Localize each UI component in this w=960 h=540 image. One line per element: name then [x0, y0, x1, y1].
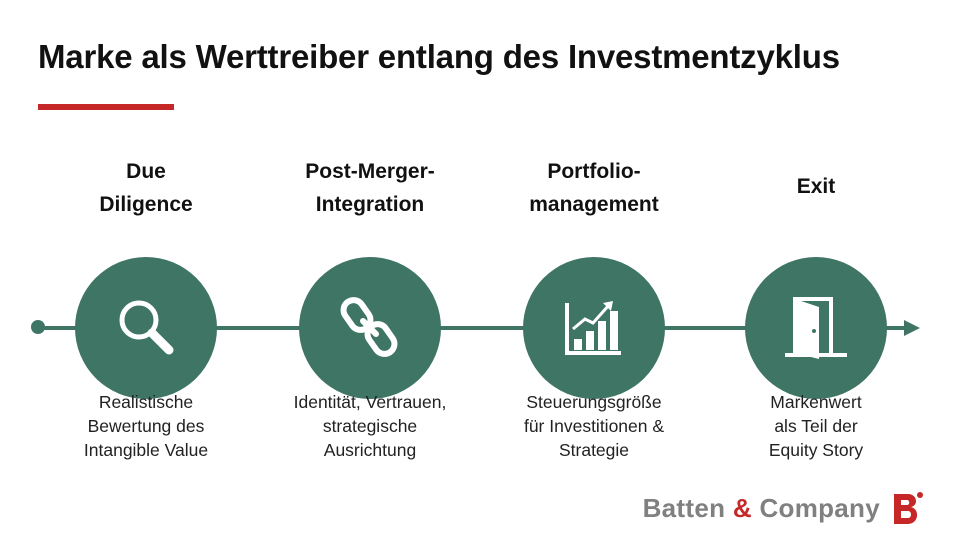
timeline-start-dot	[31, 320, 45, 334]
stage-description: Steuerungsgröße für Investitionen & Stra…	[523, 392, 665, 460]
stage-circle	[523, 257, 665, 399]
stage-due-diligence: Due Diligence Realistische Bewertung des…	[46, 0, 246, 540]
logo-wordmark: Batten & Company	[642, 492, 880, 523]
stage-title: Post-Merger- Integration	[305, 160, 435, 216]
stage-circle	[745, 257, 887, 399]
company-logo: Batten & Company	[643, 490, 924, 526]
chain-link-icon	[340, 297, 398, 357]
stage-title: Portfolio- management	[529, 160, 659, 216]
magnifier-icon	[119, 300, 174, 355]
stage-circle	[299, 257, 441, 399]
stage-post-merger-integration: Post-Merger- Integration Identität, Vert…	[270, 0, 470, 540]
title-underline	[38, 104, 174, 110]
stage-description: Markenwert als Teil der Equity Story	[768, 392, 864, 460]
timeline-line	[38, 326, 906, 330]
open-door-icon	[785, 297, 847, 359]
stage-exit: Exit Markenwert als Teil der Equity Stor…	[716, 0, 916, 540]
stage-title: Due Diligence	[99, 160, 193, 216]
stage-title: Exit	[796, 175, 836, 198]
stage-description: Identität, Vertrauen, strategische Ausri…	[293, 392, 447, 460]
stage-circle	[75, 257, 217, 399]
growth-chart-icon	[565, 301, 621, 355]
page-title: Marke als Werttreiber entlang des Invest…	[38, 38, 840, 75]
timeline-arrow-icon	[904, 320, 920, 336]
stage-description: Realistische Bewertung des Intangible Va…	[83, 392, 209, 460]
stage-portfoliomanagement: Portfolio- management Steuerungsgröße fü…	[494, 0, 694, 540]
logo-b-icon	[892, 490, 924, 526]
